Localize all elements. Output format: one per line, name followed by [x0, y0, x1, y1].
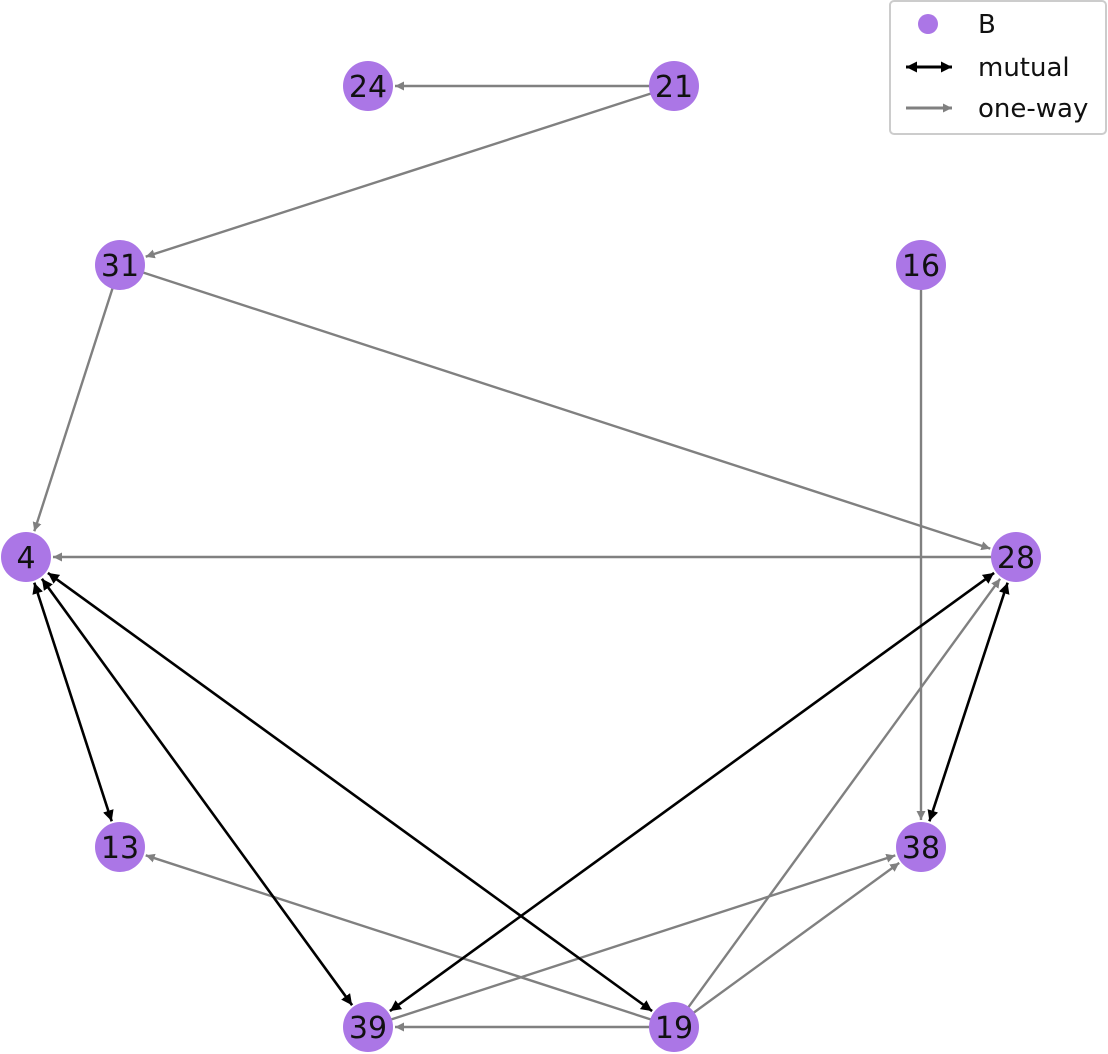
node-label-28: 28: [997, 541, 1035, 576]
node-circle-39: [343, 1002, 393, 1052]
legend-label-mutual: mutual: [978, 53, 1070, 83]
node-38: 38: [896, 822, 946, 872]
edge-19-13: [145, 853, 653, 1022]
legend-label-node: B: [978, 10, 996, 40]
node-21: 21: [649, 61, 699, 111]
edge-19-28: [686, 578, 1002, 1010]
node-4: 4: [1, 532, 51, 582]
node-circle-21: [649, 61, 699, 111]
node-label-13: 13: [101, 831, 139, 866]
node-circle-31: [95, 240, 145, 290]
edge-31-4: [32, 286, 115, 532]
edge-19-38: [691, 861, 900, 1015]
node-13: 13: [95, 822, 145, 872]
node-label-4: 4: [16, 541, 35, 576]
node-circle-16: [896, 240, 946, 290]
edge-28-38: [927, 582, 1010, 822]
legend-frame: [889, 0, 1107, 135]
node-circle-38: [896, 822, 946, 872]
node-16: 16: [896, 240, 946, 290]
node-label-24: 24: [349, 70, 387, 105]
node-circle-28: [991, 532, 1041, 582]
node-28: 28: [991, 532, 1041, 582]
edge-39-38: [389, 853, 896, 1022]
edge-31-28: [141, 270, 991, 551]
edge-4-13: [32, 582, 114, 822]
node-31: 31: [95, 240, 145, 290]
node-label-38: 38: [902, 831, 940, 866]
edge-4-39: [40, 578, 354, 1006]
nodes-layer: 24 21 31 16 4 28 13 38 39 19: [1, 61, 1041, 1052]
legend-node-marker: [918, 14, 938, 34]
node-circle-13: [95, 822, 145, 872]
node-39: 39: [343, 1002, 393, 1052]
node-circle-4: [1, 532, 51, 582]
node-label-21: 21: [655, 70, 693, 105]
node-label-16: 16: [902, 249, 940, 284]
legend: B mutual one-way: [889, 0, 1107, 135]
node-circle-19: [649, 1002, 699, 1052]
edge-28-39: [389, 571, 995, 1013]
legend-label-oneway: one-way: [978, 94, 1088, 124]
edge-4-19: [47, 571, 653, 1013]
node-label-31: 31: [101, 249, 139, 284]
node-label-19: 19: [655, 1011, 693, 1046]
node-label-39: 39: [349, 1011, 387, 1046]
edge-21-31: [145, 91, 653, 259]
node-19: 19: [649, 1002, 699, 1052]
node-circle-24: [343, 61, 393, 111]
node-24: 24: [343, 61, 393, 111]
edges-layer: [32, 81, 1010, 1032]
